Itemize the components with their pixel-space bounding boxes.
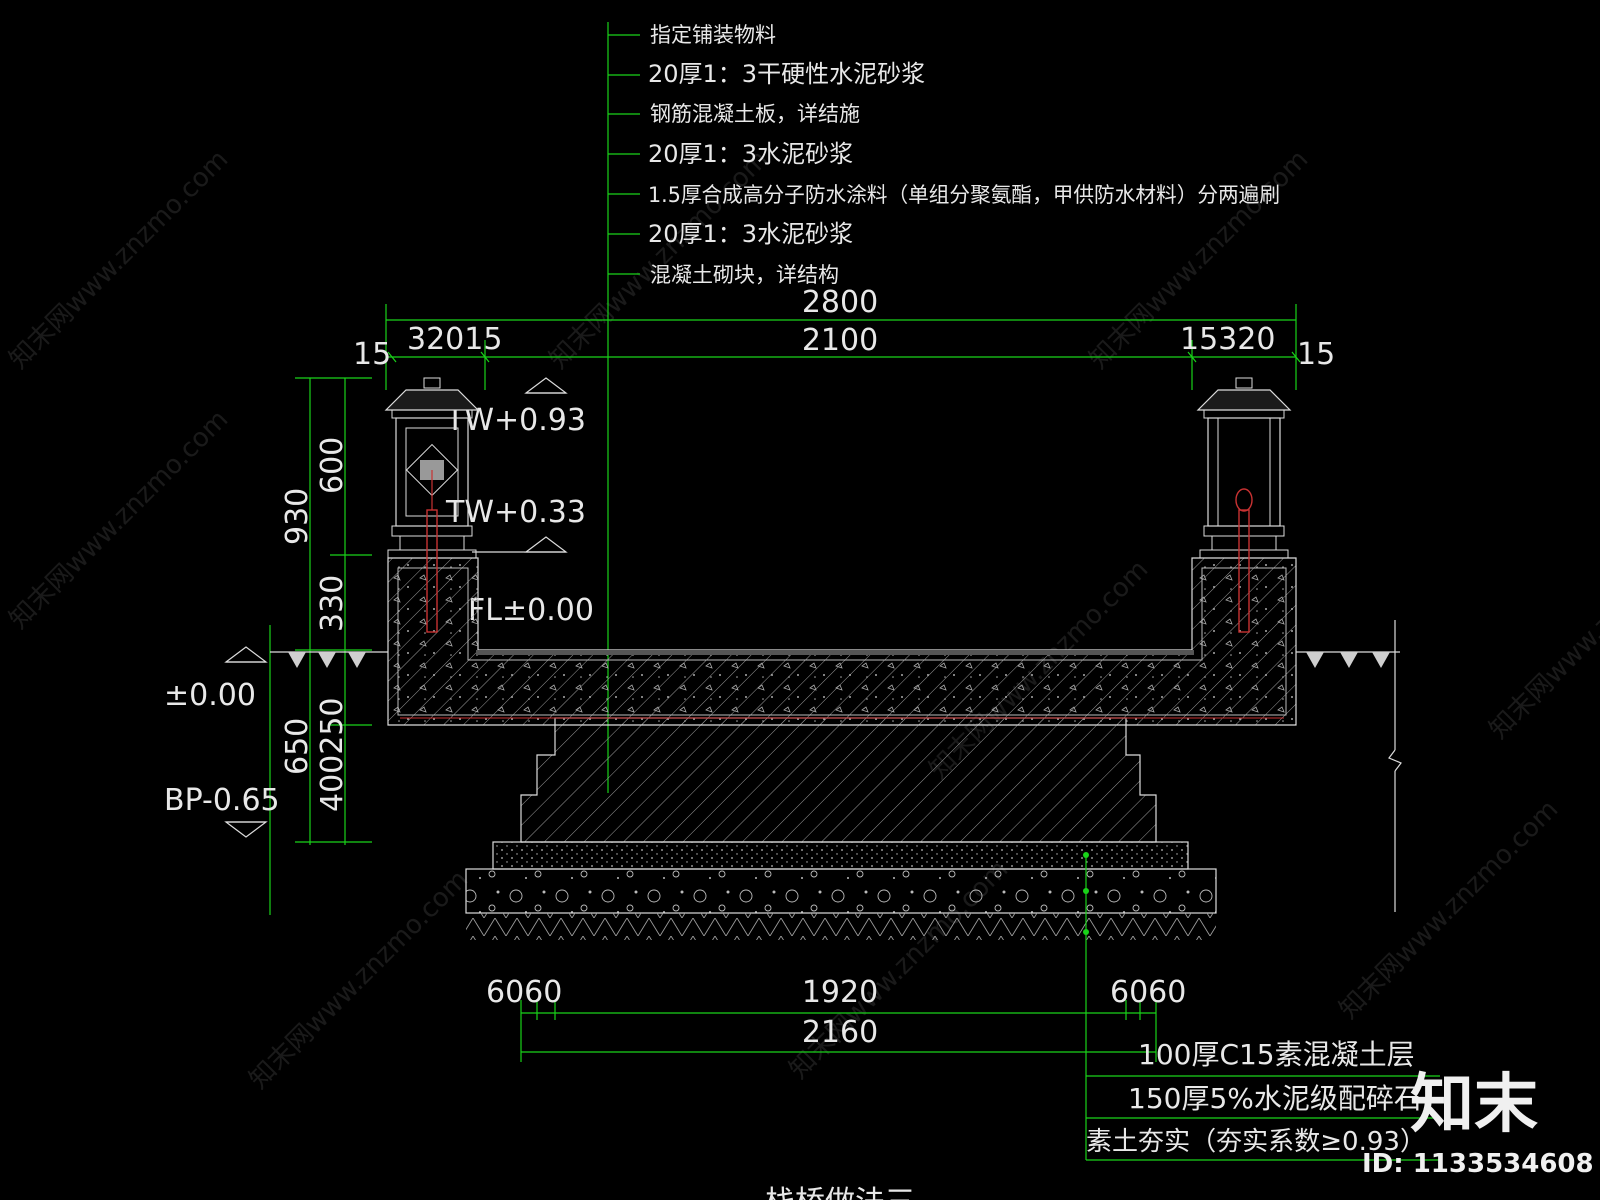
brand-name: 知末 <box>1410 1068 1538 1142</box>
layer-label: 指定铺装物料 <box>650 23 776 47</box>
id-label: ID: 1133534608 <box>1362 1149 1594 1179</box>
layer-label: 混凝土砌块，详结构 <box>650 263 839 287</box>
elevation-ground: ±0.00 <box>164 678 256 713</box>
layer-label: 1.5厚合成高分子防水涂料（单组分聚氨酯，甲供防水材料）分两遍刷 <box>648 183 1280 207</box>
dim-bottom-middle: 1920 <box>802 975 878 1010</box>
drawing-title: 栈桥做法三 <box>765 1185 915 1200</box>
dim-right-group: 15320 <box>1180 322 1275 357</box>
dim-depth-total: 650 <box>280 718 315 775</box>
dim-bottom-total: 2160 <box>802 1015 878 1050</box>
bottom-dimensions: 6060 1920 6060 2160 <box>486 975 1186 1062</box>
watermark: 知末网www.znzmo.com <box>4 144 235 375</box>
dim-left-small: 15 <box>353 337 391 372</box>
base-label: 素土夯实（夯实系数≥0.93） <box>1086 1127 1426 1157</box>
watermark: 知末网www.znzmo.com <box>544 144 775 375</box>
ground-line <box>270 620 1402 912</box>
brand-logo: 知末 ID: 1133534608 <box>1362 1068 1594 1179</box>
top-dimensions: 2800 2100 15 32015 15320 15 <box>353 285 1335 390</box>
dim-left-group: 32015 <box>407 322 502 357</box>
dim-height-base: 330 <box>315 575 350 632</box>
left-lamp <box>384 377 480 633</box>
layer-label: 钢筋混凝土板，详结施 <box>650 102 860 126</box>
watermark: 知末网www.znzmo.com <box>4 404 235 635</box>
elevation-bottom: BP-0.65 <box>164 783 280 818</box>
base-leader: 100厚C15素混凝土层 150厚5%水泥级配碎石 素土夯实（夯实系数≥0.93… <box>1083 852 1440 1161</box>
dim-height-upper: 600 <box>315 437 350 494</box>
layer-label: 20厚1：3水泥砂浆 <box>648 140 853 168</box>
layer-label: 20厚1：3水泥砂浆 <box>648 220 853 248</box>
dim-total-width: 2800 <box>802 285 878 320</box>
dim-inner-width: 2100 <box>802 323 878 358</box>
elevation-tw-mid: TW+0.33 <box>445 495 586 530</box>
dim-bottom-right-pair: 6060 <box>1110 975 1186 1010</box>
dim-depth-stack: 400250 <box>315 697 350 812</box>
dim-right-small: 15 <box>1297 337 1335 372</box>
vertical-dimensions: 930 600 330 650 400250 <box>269 377 372 915</box>
layer-labels: 指定铺装物料 20厚1：3干硬性水泥砂浆 钢筋混凝土板，详结施 20厚1：3水泥… <box>648 23 1280 287</box>
foundation <box>465 717 1217 940</box>
base-label: 100厚C15素混凝土层 <box>1138 1038 1415 1071</box>
base-label: 150厚5%水泥级配碎石 <box>1128 1082 1422 1115</box>
watermark: 知末网www.znzmo.com <box>244 864 475 1095</box>
right-lamp <box>1196 377 1292 633</box>
elevation-markers: TW+0.93 TW+0.33 FL±0.00 ±0.00 BP-0.65 <box>164 377 594 838</box>
watermark: 知末网www.znzmo.com <box>1334 794 1565 1025</box>
elevation-floor: FL±0.00 <box>468 593 594 628</box>
dim-bottom-left-pair: 6060 <box>486 975 562 1010</box>
dim-height-total: 930 <box>280 488 315 545</box>
concrete-slab <box>387 557 1297 726</box>
watermark: 知末网www.znzmo.com <box>1484 514 1600 745</box>
layer-label: 20厚1：3干硬性水泥砂浆 <box>648 60 925 88</box>
